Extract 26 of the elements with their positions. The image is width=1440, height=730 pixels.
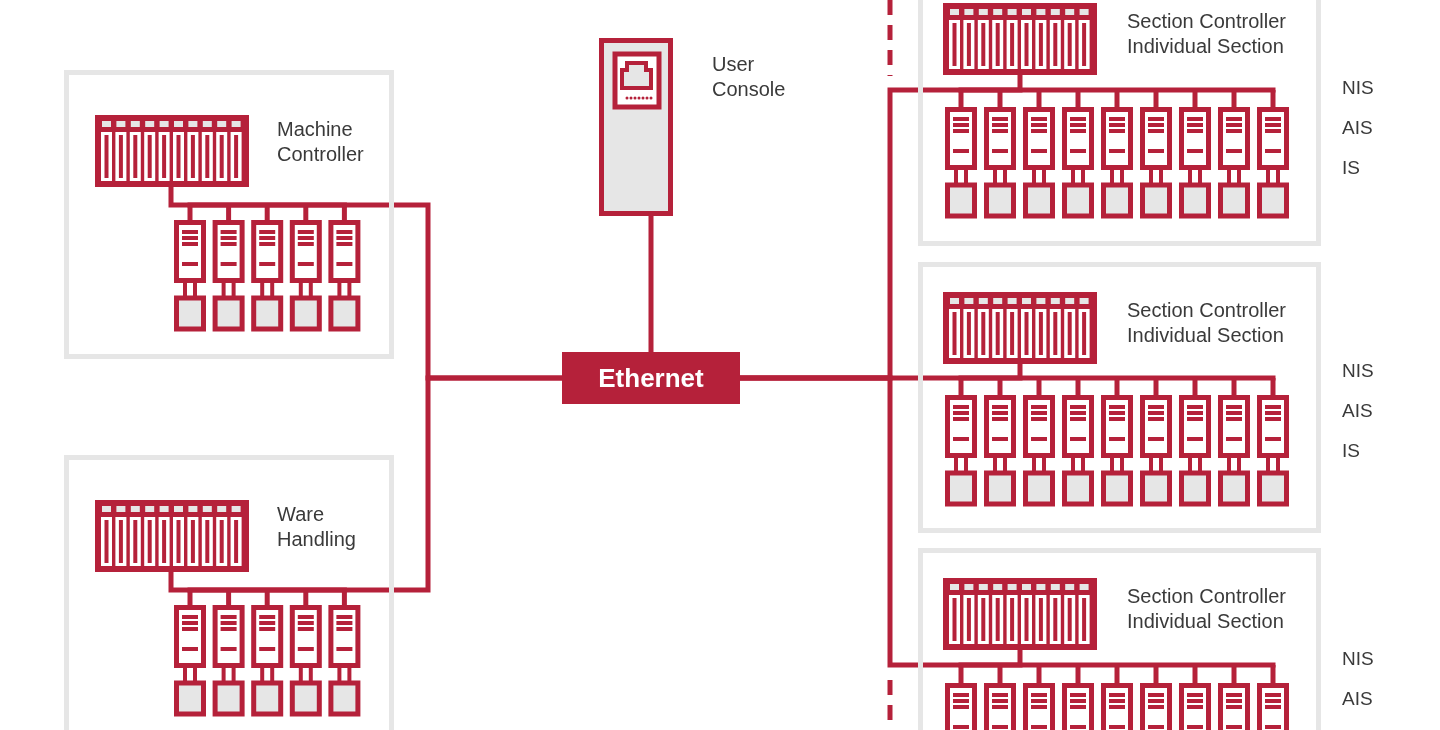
signal-label: NIS	[1342, 648, 1374, 670]
connection-line	[168, 375, 562, 593]
signal-label: AIS	[1342, 117, 1373, 139]
device-label: Individual Section	[1127, 34, 1285, 59]
device-label: Machine Controller	[277, 117, 365, 167]
device-label: Individual Section	[1127, 323, 1285, 348]
device-label: Section Controller	[1127, 298, 1287, 323]
cabinet-panel	[64, 70, 394, 359]
device-label: Section Controller	[1127, 584, 1287, 609]
device-label: User Console	[712, 52, 787, 102]
cabinet-panel	[918, 0, 1321, 246]
device-label: Section Controller	[1127, 9, 1287, 34]
cabinet-panel	[918, 548, 1321, 730]
signal-label: AIS	[1342, 688, 1373, 710]
signal-label: IS	[1342, 440, 1360, 462]
device-label: Individual Section	[1127, 609, 1285, 634]
signal-label: AIS	[1342, 400, 1373, 422]
connection-line	[740, 375, 1023, 668]
device-label: Ware Handling	[277, 502, 357, 552]
cabinet-panel	[64, 455, 394, 730]
signal-label: IS	[1342, 157, 1360, 179]
signal-label: NIS	[1342, 77, 1374, 99]
signal-label: NIS	[1342, 360, 1374, 382]
connection-line	[648, 216, 654, 352]
cabinet-panel	[918, 262, 1321, 533]
network-bus-box: Ethernet	[562, 352, 740, 404]
